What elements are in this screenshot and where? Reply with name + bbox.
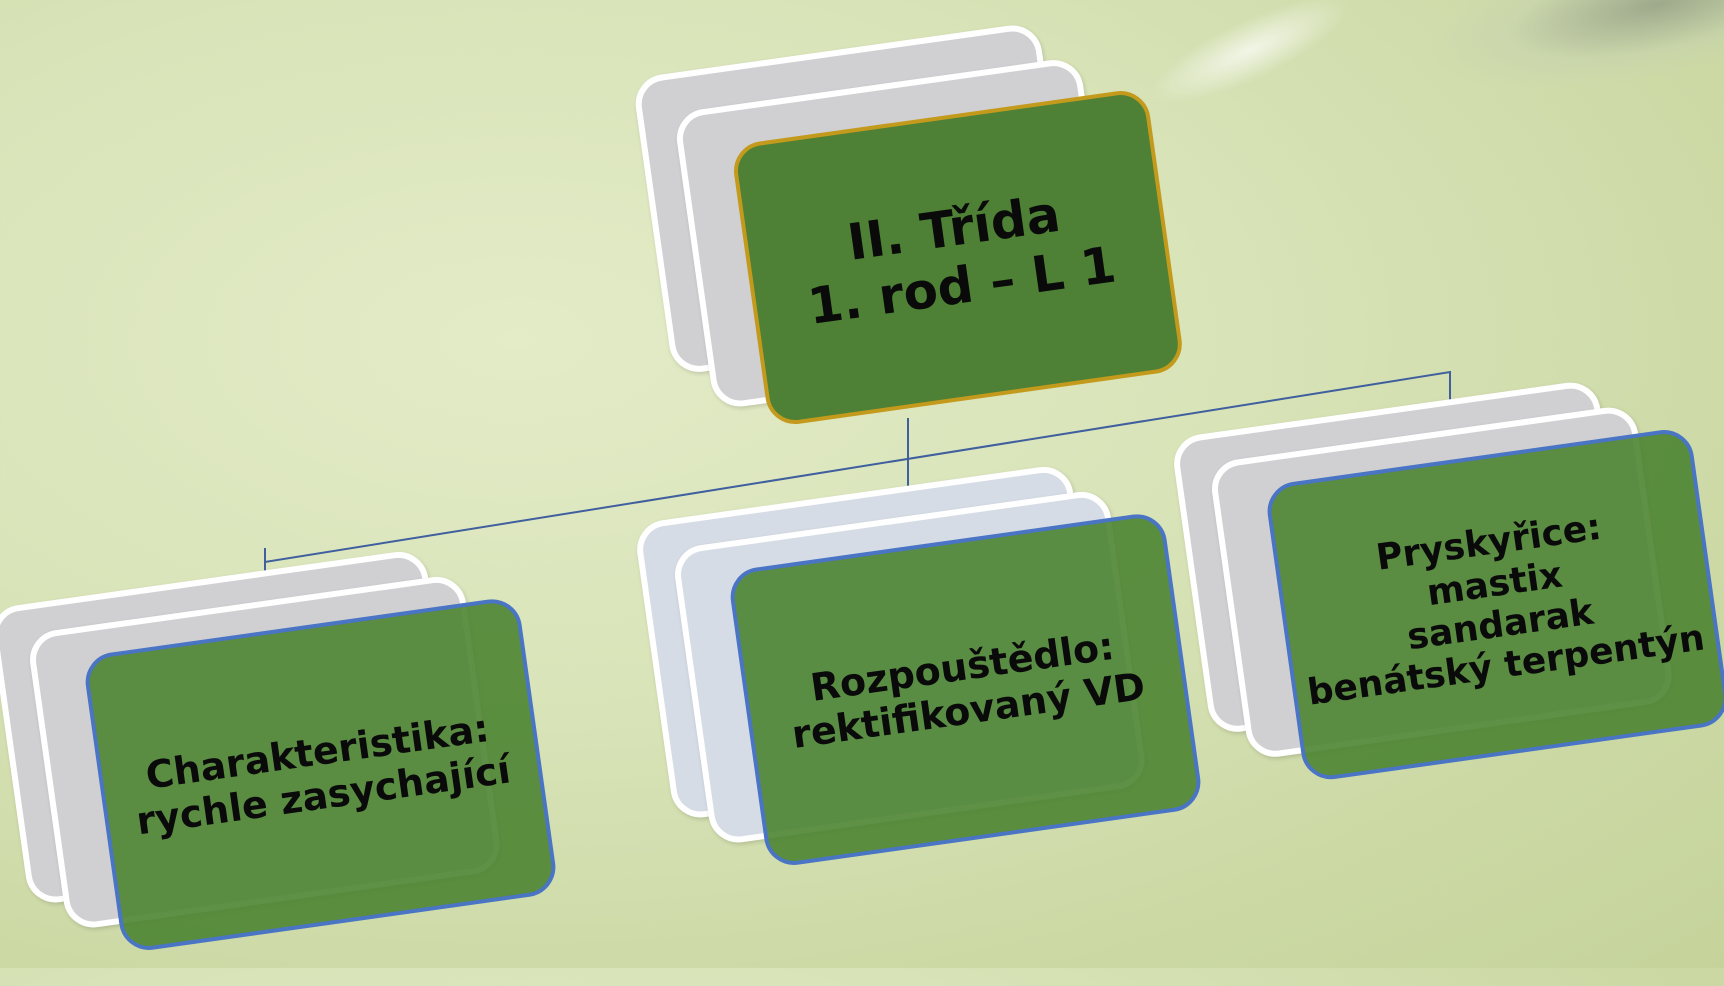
node-pryskyrice: Pryskyřice: mastix sandarak benátský ter… [1166, 335, 1724, 815]
root-node: II. Třída 1. rod – L 1 [628, 0, 1213, 475]
node-charakteristika: Charakteristika: rychle zasychající [0, 504, 576, 985]
node-rozpoustedlo: Rozpouštědlo: rektifikovaný VD [629, 419, 1221, 900]
rozpoustedlo-card: Rozpouštědlo: rektifikovaný VD [726, 510, 1205, 869]
root-label: II. Třída 1. rod – L 1 [796, 179, 1119, 336]
root-card: II. Třída 1. rod – L 1 [730, 87, 1186, 428]
rozpoustedlo-label: Rozpouštědlo: rektifikovaný VD [783, 622, 1148, 758]
charakteristika-card: Charakteristika: rychle zasychající [81, 595, 560, 954]
charakteristika-label: Charakteristika: rychle zasychající [128, 705, 514, 844]
pryskyrice-card: Pryskyřice: mastix sandarak benátský ter… [1263, 426, 1724, 784]
pryskyrice-label: Pryskyřice: mastix sandarak benátský ter… [1288, 495, 1707, 715]
